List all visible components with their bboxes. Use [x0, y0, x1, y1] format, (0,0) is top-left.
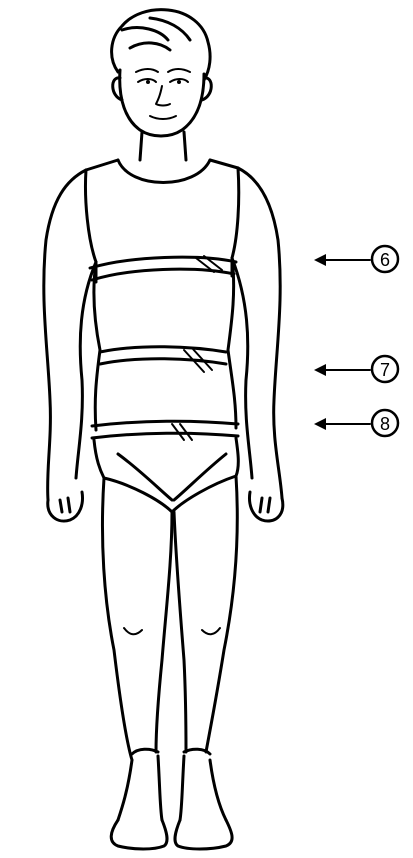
- right-sock: [180, 749, 226, 820]
- waist-tape: [100, 347, 226, 364]
- right-arm: [232, 168, 282, 498]
- left-pupil: [146, 80, 150, 84]
- callout-7-number: 7: [380, 360, 390, 380]
- hip-tape: [92, 421, 238, 438]
- mouth: [150, 116, 176, 119]
- right-leg: [174, 476, 237, 752]
- hair: [112, 10, 210, 80]
- knees: [124, 628, 220, 634]
- callout-6-number: 6: [380, 250, 390, 270]
- nose: [156, 86, 170, 106]
- callout-6: 6: [314, 246, 398, 272]
- torso-left-side: [85, 170, 100, 430]
- left-foot: [111, 820, 167, 849]
- chest-tape: [90, 257, 236, 282]
- callout-8: 8: [314, 410, 398, 436]
- left-hand: [48, 492, 83, 521]
- torso-right-side: [228, 168, 239, 428]
- right-pupil: [177, 80, 181, 84]
- left-sock: [118, 749, 162, 820]
- right-hand: [250, 492, 283, 521]
- arrow-7-head: [314, 364, 326, 376]
- arrow-6-head: [314, 254, 326, 266]
- eyebrows: [136, 69, 190, 72]
- left-leg: [102, 478, 172, 760]
- briefs: [94, 438, 238, 512]
- head: [120, 70, 204, 136]
- callout-8-number: 8: [380, 414, 390, 434]
- arrow-8-head: [314, 418, 326, 430]
- tank-top-straps: [86, 160, 238, 170]
- right-foot: [175, 820, 232, 849]
- callout-7: 7: [314, 356, 398, 382]
- tank-top-neckline: [118, 160, 210, 183]
